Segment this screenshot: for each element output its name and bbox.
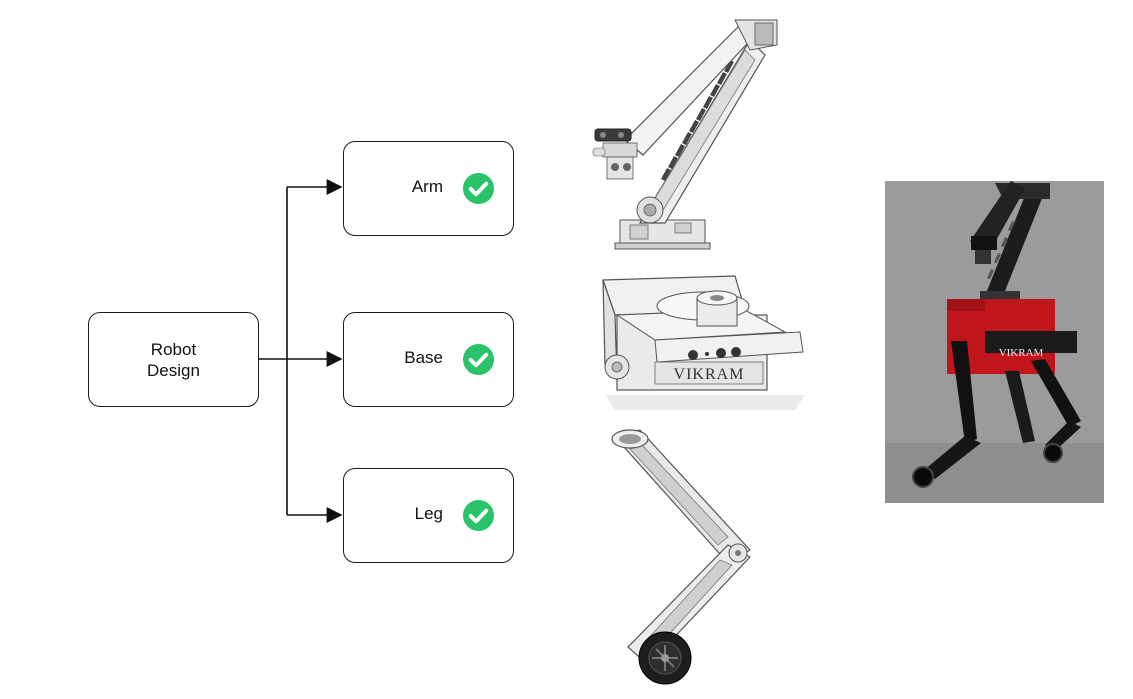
arm-label: Arm — [411, 177, 443, 196]
base-node: Base — [343, 312, 514, 407]
check-circle-icon — [462, 343, 495, 376]
leg-cad-render — [611, 429, 751, 685]
arm-node: Arm — [343, 141, 514, 236]
base-cad-render: VIKRAM — [602, 275, 805, 410]
check-circle-icon — [462, 499, 495, 532]
leg-label: Leg — [414, 504, 443, 523]
check-circle-icon — [462, 172, 495, 205]
robot-design-line1: Robot — [150, 339, 197, 359]
base-label: Base — [404, 348, 443, 367]
robot-design-label: Robot Design — [147, 339, 200, 381]
full-robot-render: VIKRAM — [885, 181, 1104, 503]
robot-design-node: Robot Design — [88, 312, 259, 407]
arm-cad-render — [592, 19, 778, 250]
robot-design-line2: Design — [147, 360, 200, 380]
base-vikram-text: VIKRAM — [674, 366, 745, 383]
leg-node: Leg — [343, 468, 514, 563]
robot-vikram-text: VIKRAM — [999, 347, 1044, 359]
